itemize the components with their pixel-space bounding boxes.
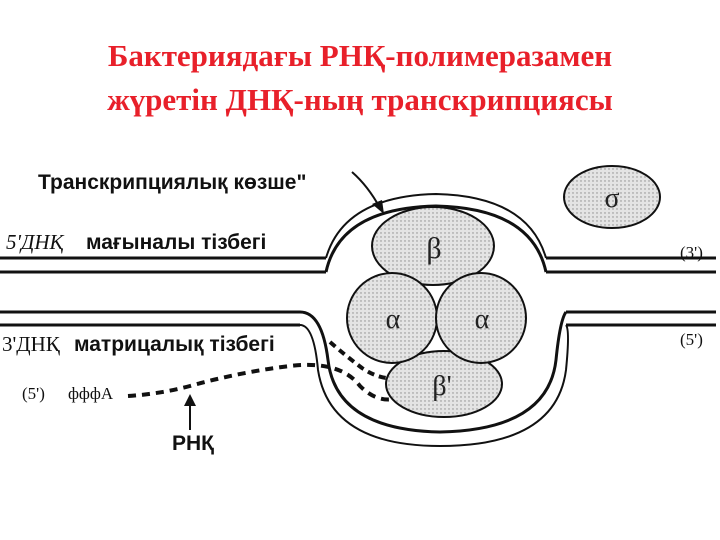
rna-ppp-label: фффА bbox=[68, 384, 114, 403]
bubble-label: Транскрипциялық көзше" bbox=[38, 171, 306, 194]
template-strand-label: матрицалық тізбегі bbox=[74, 333, 275, 356]
bubble-arrowhead bbox=[372, 200, 384, 214]
top-end-label: (3') bbox=[680, 243, 703, 262]
rna-label: РНҚ bbox=[172, 432, 214, 455]
coding-prefix-label: 5'ДНҚ bbox=[6, 230, 65, 254]
bottom-end-label: (5') bbox=[680, 330, 703, 349]
sigma-label: σ bbox=[604, 183, 619, 214]
beta-prime-label: β' bbox=[432, 371, 451, 402]
coding-strand-label: мағыналы тізбегі bbox=[86, 231, 266, 254]
rna-5prime-label: (5') bbox=[22, 384, 45, 403]
alpha-left-label: α bbox=[386, 304, 401, 335]
rna-arrowhead bbox=[184, 394, 196, 406]
rna-strand bbox=[128, 365, 398, 400]
alpha-right-label: α bbox=[475, 304, 490, 335]
beta-label: β bbox=[426, 232, 441, 265]
template-prefix-label: 3'ДНҚ bbox=[2, 332, 61, 356]
